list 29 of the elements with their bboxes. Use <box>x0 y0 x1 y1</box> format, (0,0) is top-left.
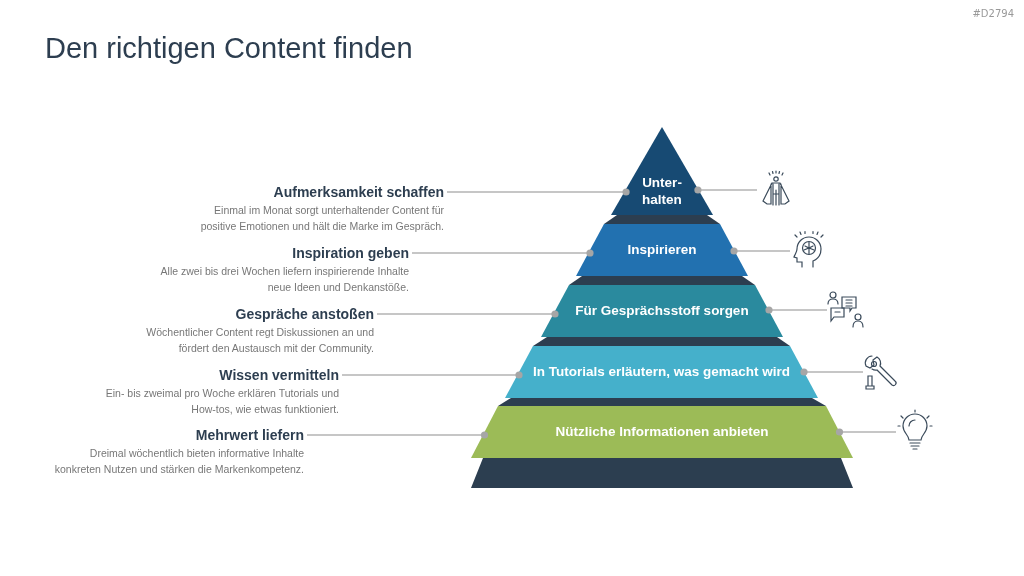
description-text: Ein- bis zweimal pro Woche erklären Tutorials und How-tos, wie etwas funktioniert. <box>104 386 339 417</box>
leader-line <box>730 247 791 255</box>
tier-label: Inspirieren <box>626 241 698 258</box>
section-heading: Mehrwert liefern <box>195 427 304 443</box>
leader-line <box>765 306 828 314</box>
leader-line <box>376 310 559 318</box>
section-heading: Aufmerksamkeit schaffen <box>273 184 444 200</box>
leader-line <box>446 188 630 196</box>
section-heading: Wissen vermitteln <box>219 367 339 383</box>
chat-people-icon <box>826 290 866 330</box>
tier-label: In Tutorials erläutern, was gemacht wird <box>531 363 792 380</box>
tier-label: Unter- halten <box>641 174 683 208</box>
section-heading: Gespräche anstoßen <box>235 306 374 322</box>
leader-line <box>306 431 489 439</box>
leader-line <box>835 428 897 436</box>
description-text: Alle zwei bis drei Wochen liefern inspirierende Inhalte neue Ideen und Denkanstöße. <box>159 264 409 295</box>
description-text: Wöchentlicher Content regt Diskussionen an und fördert den Austausch mit der Community. <box>145 325 374 356</box>
leader-line <box>341 371 523 379</box>
lightbulb-icon <box>895 412 935 452</box>
leader-line <box>411 249 594 257</box>
leader-line <box>694 186 758 194</box>
leader-line <box>800 368 864 376</box>
slide-title: Den richtigen Content finden <box>45 32 413 65</box>
slide-id: #D2794 <box>972 8 1014 19</box>
description-text: Einmal im Monat sorgt unterhaltender Content für positive Emotionen und hält die Marke im Gespräch. <box>199 203 444 234</box>
description-text: Dreimal wöchentlich bieten informative Inhalte konkreten Nutzen und stärken die Markenkompetenz. <box>53 446 304 477</box>
section-heading: Inspiration geben <box>292 245 409 261</box>
tier-label: Für Gesprächsstoff sorgen <box>574 302 750 319</box>
tier-label: Nützliche Informationen anbieten <box>554 423 770 440</box>
